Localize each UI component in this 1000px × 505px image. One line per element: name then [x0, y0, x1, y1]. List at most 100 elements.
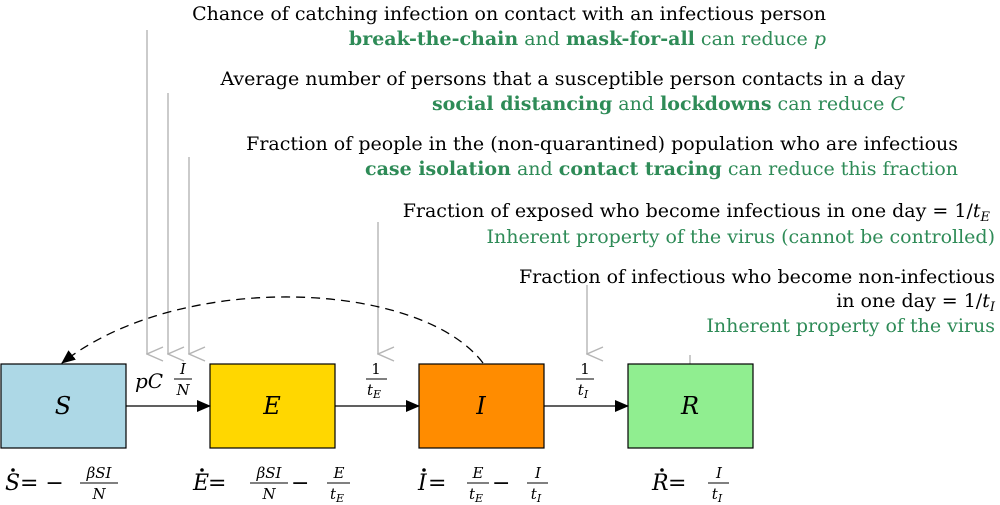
equation-i-den2-subscript: I: [536, 492, 542, 505]
annotation-p-text1: and: [518, 28, 566, 50]
equation-e-denominator2: tE: [330, 485, 344, 505]
annotation-p: Chance of catching infection on contact …: [192, 3, 826, 50]
equation-i: I = E tE − I tI: [417, 464, 548, 505]
equation-s-numerator: βSI: [86, 464, 113, 482]
rate-e-i-den-subscript: E: [372, 388, 381, 401]
equation-s-dot: [11, 468, 15, 472]
rate-s-e-pc: pC: [135, 369, 163, 393]
equation-i-denominator2: tI: [531, 485, 542, 505]
box-i-label: I: [475, 392, 486, 420]
annotation-fraction-line1: Fraction of people in the (non-quarantin…: [246, 133, 958, 155]
equation-r-dot: [660, 468, 664, 472]
equation-i-equals: =: [428, 471, 446, 496]
equation-e-den2-symbol: t: [330, 485, 337, 503]
box-e: E: [209, 363, 336, 449]
equation-i-den1-symbol: t: [469, 485, 476, 503]
equation-e-den2-subscript: E: [335, 492, 344, 505]
equation-r-den-subscript: I: [717, 492, 723, 505]
equation-s-equals: = −: [20, 471, 64, 496]
annotation-c-line2: social distancing and lockdowns can redu…: [432, 93, 906, 115]
rate-s-e: pC I N: [135, 360, 192, 399]
annotation-fraction-bold2: contact tracing: [559, 158, 722, 180]
rate-i-r-numerator: 1: [580, 360, 590, 378]
equation-i-minus: −: [492, 471, 510, 496]
equation-e: E = βSI N − E tE: [192, 464, 350, 505]
equation-e-equals: =: [208, 471, 226, 496]
annotation-c-text1: and: [612, 93, 660, 115]
equation-r: R = I tI: [651, 464, 729, 505]
feedback-arc: [61, 296, 484, 364]
equation-e-lhs: E: [192, 471, 209, 496]
annotation-fraction-line2: case isolation and contact tracing can r…: [365, 158, 958, 180]
rate-i-r: 1 tI: [576, 360, 594, 401]
box-r: R: [627, 363, 754, 449]
annotation-fraction-bold1: case isolation: [365, 158, 511, 180]
equation-s-lhs: S: [5, 471, 20, 496]
equation-e-numerator1: βSI: [256, 464, 283, 482]
equation-i-numerator2: I: [534, 464, 542, 482]
annotation-fraction-text1: and: [511, 158, 559, 180]
annotation-fraction-text2: can reduce this fraction: [722, 158, 958, 180]
annotation-te-line1: Fraction of exposed who become infectiou…: [403, 200, 991, 225]
annotation-ti-line3: Inherent property of the virus: [706, 315, 995, 337]
annotation-p-bold2: mask-for-all: [566, 28, 695, 50]
annotation-te: Fraction of exposed who become infectiou…: [403, 200, 995, 248]
annotation-p-line1: Chance of catching infection on contact …: [192, 3, 826, 25]
annotation-p-text2: can reduce: [695, 28, 814, 50]
box-s-label: S: [55, 392, 71, 420]
rate-e-i: 1 tE: [366, 360, 387, 401]
annotation-ti-line1: Fraction of infectious who become non-in…: [519, 266, 995, 288]
annotation-te-line2: Inherent property of the virus (cannot b…: [487, 226, 996, 248]
box-e-rect: [209, 363, 336, 449]
annotation-c: Average number of persons that a suscept…: [219, 68, 905, 115]
rate-e-i-numerator: 1: [371, 360, 381, 378]
rate-i-r-den-symbol: t: [578, 381, 585, 399]
annotation-c-symbol: C: [890, 93, 905, 115]
rate-s-e-denominator: N: [175, 381, 190, 399]
equation-i-numerator1: E: [472, 464, 484, 482]
annotation-fraction: Fraction of people in the (non-quarantin…: [246, 133, 958, 180]
box-s: S: [0, 363, 127, 449]
equation-r-den-symbol: t: [712, 485, 719, 503]
box-i: I: [418, 363, 545, 449]
box-i-rect: [418, 363, 545, 449]
equation-i-denominator1: tE: [469, 485, 483, 505]
rate-e-i-denominator: tE: [367, 381, 381, 401]
equation-i-dot: [422, 468, 426, 472]
equation-r-lhs: R: [651, 471, 669, 496]
rate-i-r-den-subscript: I: [583, 388, 589, 401]
rate-s-e-numerator: I: [179, 360, 187, 378]
equation-i-lhs: I: [417, 471, 428, 496]
equation-i-den2-symbol: t: [531, 485, 538, 503]
equation-e-denominator1: N: [261, 485, 276, 503]
equation-s-denominator: N: [91, 485, 106, 503]
equation-e-numerator2: E: [333, 464, 345, 482]
equation-r-denominator: tI: [712, 485, 723, 505]
box-r-label: R: [680, 392, 699, 420]
annotation-ti-text: in one day = 1/: [836, 290, 983, 312]
annotation-p-symbol: p: [814, 28, 826, 50]
annotation-ti-symbol: t: [982, 290, 990, 312]
annotation-c-bold1: social distancing: [432, 93, 612, 115]
equation-i-den1-subscript: E: [474, 492, 483, 505]
equation-e-minus: −: [291, 471, 309, 496]
equation-e-dot: [200, 468, 204, 472]
annotation-p-line2: break-the-chain and mask-for-all can red…: [349, 28, 826, 50]
annotation-c-line1: Average number of persons that a suscept…: [219, 68, 905, 90]
pointer-arrows: [147, 30, 691, 400]
rate-e-i-den-symbol: t: [367, 381, 374, 399]
annotation-te-symbol: t: [973, 200, 981, 222]
annotation-p-bold1: break-the-chain: [349, 28, 518, 50]
equation-r-equals: =: [668, 471, 686, 496]
annotation-ti: Fraction of infectious who become non-in…: [519, 266, 996, 337]
annotation-te-subscript: E: [980, 210, 991, 225]
box-e-label: E: [262, 392, 281, 420]
rate-i-r-denominator: tI: [578, 381, 589, 401]
annotation-te-text: Fraction of exposed who become infectiou…: [403, 200, 974, 222]
equation-s: S = − βSI N: [5, 464, 118, 503]
annotation-c-text2: can reduce: [772, 93, 891, 115]
annotation-ti-subscript: I: [989, 300, 996, 315]
annotation-ti-line2: in one day = 1/tI: [836, 290, 996, 315]
equation-r-numerator: I: [715, 464, 723, 482]
